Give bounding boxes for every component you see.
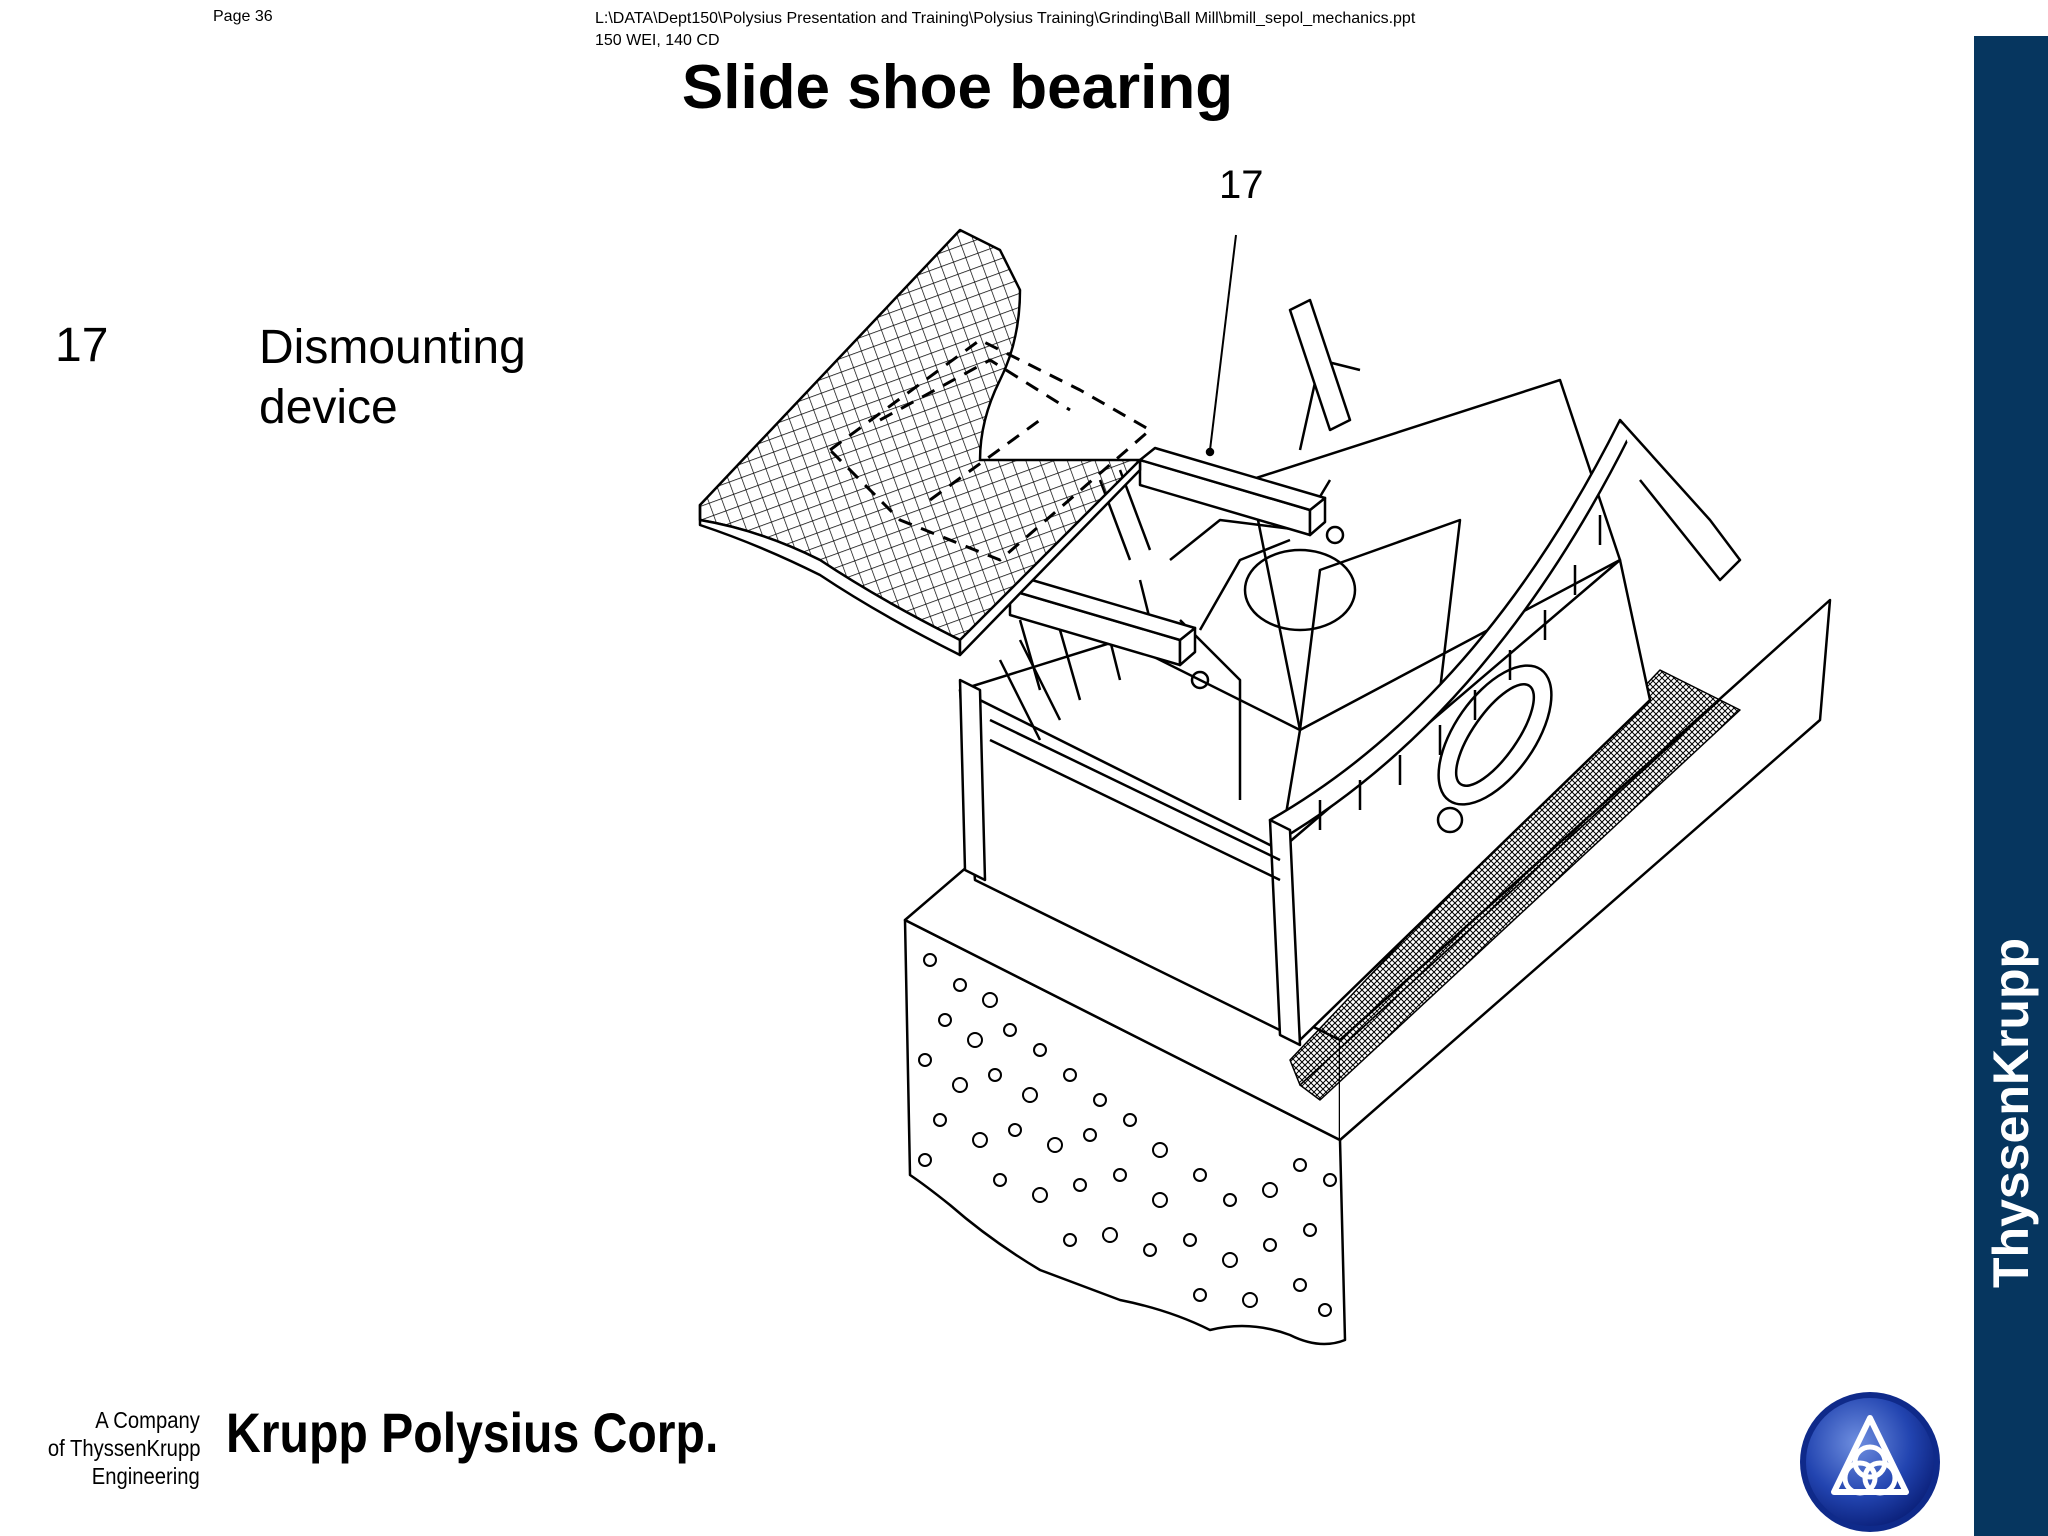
slide-title: Slide shoe bearing: [681, 53, 1234, 122]
company-prefix-line1: A Company: [95, 1407, 200, 1433]
file-path-header: L:\DATA\Dept150\Polysius Presentation an…: [595, 8, 1415, 52]
company-name: Krupp Polysius Corp.: [226, 1401, 719, 1464]
brand-side-band: ThyssenKrupp: [1974, 36, 2048, 1536]
company-prefix-line2: of ThyssenKrupp: [47, 1435, 200, 1461]
legend-item-label: Dismounting device: [259, 318, 526, 438]
author-line: 150 WEI, 140 CD: [595, 32, 720, 49]
callout-number: 17: [1219, 163, 1264, 207]
legend-label-line1: Dismounting: [259, 321, 526, 374]
brand-side-text: ThyssenKrupp: [1983, 937, 2039, 1288]
company-prefix-line3: Engineering: [91, 1463, 200, 1489]
page-number: Page 36: [213, 8, 273, 25]
thyssenkrupp-rings-icon: [1800, 1392, 1940, 1532]
legend-label-line2: device: [259, 381, 398, 434]
legend-item-number: 17: [55, 319, 109, 372]
slide-shoe-bearing-drawing: [698, 228, 1832, 1346]
file-path: L:\DATA\Dept150\Polysius Presentation an…: [595, 10, 1416, 27]
concrete-texture: [918, 953, 1337, 1317]
